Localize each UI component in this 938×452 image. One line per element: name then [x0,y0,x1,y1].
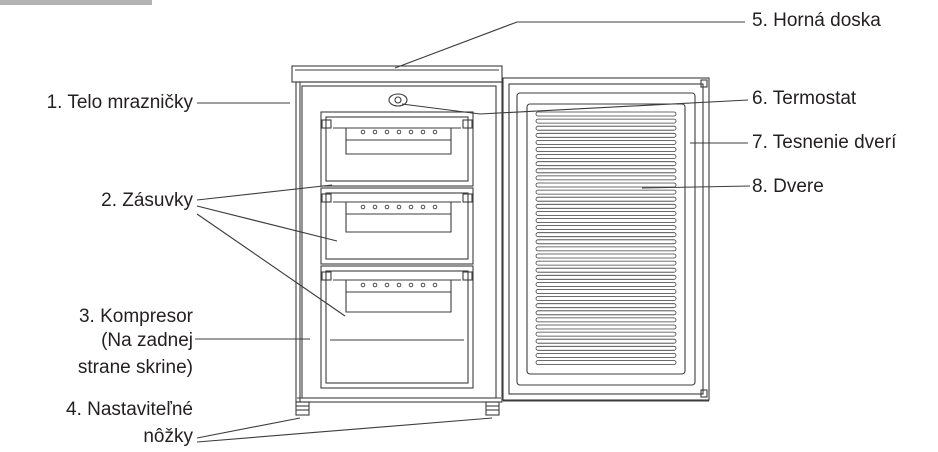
label-zasuvky: 2. Zásuvky [101,190,193,211]
door-rib [535,274,677,280]
corner-tab [0,0,152,5]
door-ribs [535,111,677,365]
drawer-handle-dot [420,282,426,288]
door-rib [535,331,677,337]
door-rib [535,168,677,174]
label-horna-doska: 5. Horná doska [752,10,881,31]
drawer-handle-dot [420,129,426,135]
drawer-handle-dot [408,129,414,135]
door-rib [535,345,677,351]
door-rib [535,289,677,294]
drawer-3 [320,265,474,389]
drawer-1 [320,111,474,187]
door-rib [535,267,677,273]
door-rib [535,225,677,231]
drawer-handle-dot [396,282,402,288]
drawer-handle-dot [372,204,378,210]
drawer-handle-dot [408,204,414,210]
door-rib [535,189,677,195]
door-rib [535,232,677,238]
door-rib [535,246,677,252]
door-rib [535,139,677,145]
adjustable-feet [295,401,500,416]
door-rib [535,317,677,323]
drawer-handle-dot [396,204,402,210]
door-rib [535,182,677,188]
door-rib [535,154,677,160]
label-tesnenie-dveri: 7. Tesnenie dverí [752,132,897,153]
door-rib [535,360,677,365]
drawer-handle-dot [384,204,390,210]
door-rib [535,324,677,330]
door-rib [535,111,677,117]
drawer-handle-dot [432,204,438,210]
leader-lines [195,21,751,443]
drawer-handle-dot [360,129,366,135]
label-nozky-2: nôžky [143,426,193,447]
door-rib [535,147,677,152]
drawer-2 [320,187,474,265]
door-rib [535,196,677,202]
label-termostat: 6. Termostat [752,88,857,109]
door-rib [535,303,677,309]
label-nozky-1: 4. Nastaviteľné [66,399,193,420]
drawer-handle-dot [372,282,378,288]
label-kompresor-2: (Na zadnej [101,330,193,351]
drawer-handle-dot [384,129,390,135]
door-rib [535,352,677,358]
door-rib [535,118,677,124]
label-telo-mraznicky: 1. Telo mrazničky [46,92,193,113]
drawer-handle-dot [408,282,414,288]
drawer-handle-dot [432,282,438,288]
drawer-handle-dot [396,129,402,135]
label-kompresor-1: 3. Kompresor [78,306,193,327]
door-rib [535,338,677,344]
label-kompresor-3: strane skrine) [77,357,193,378]
freezer-door [502,77,710,402]
door-rib [535,132,677,138]
door-rib [535,210,677,216]
drawer-handle-dot [384,282,390,288]
door-rib [535,218,677,223]
door-rib [535,296,677,302]
freezer-body [291,65,503,403]
door-rib [535,161,677,167]
door-rib [535,125,677,131]
door-rib [535,175,677,181]
drawer-handle-dot [432,129,438,135]
door-rib [535,310,677,316]
drawer-handle-dot [360,204,366,210]
drawer-handle-dot [372,129,378,135]
door-rib [535,253,677,259]
door-rib [535,281,677,287]
door-rib [535,260,677,266]
label-dvere: 8. Dvere [752,176,824,197]
thermostat-knob [388,93,408,107]
drawer-handle-dot [360,282,366,288]
drawer-handle-dot [420,204,426,210]
door-rib [535,239,677,245]
door-rib [535,203,677,209]
